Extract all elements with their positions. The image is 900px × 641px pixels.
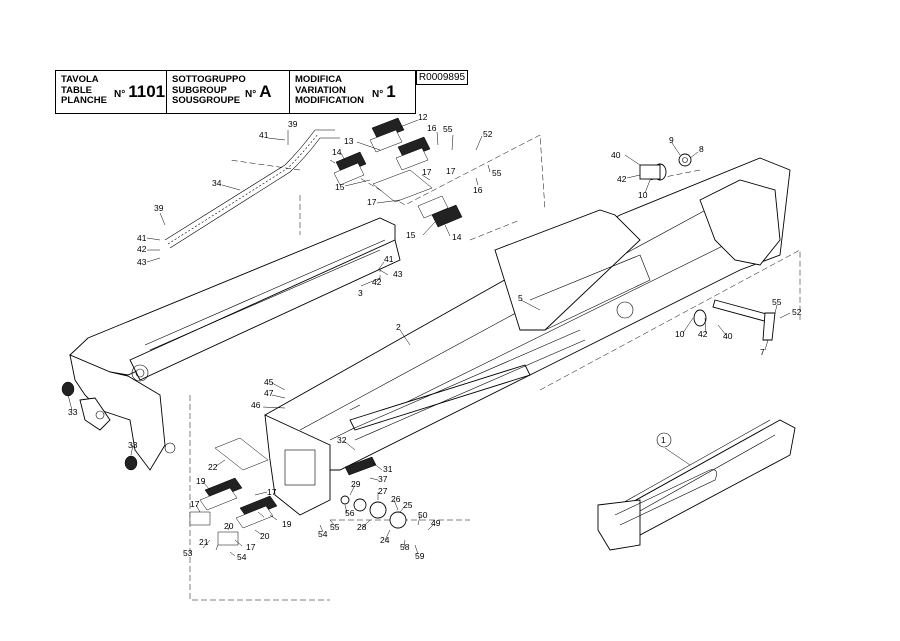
- title-block: TAVOLA TABLE PLANCHE N°1101 SOTTOGRUPPO …: [55, 70, 416, 114]
- overview-inset: [597, 419, 796, 551]
- table-labels: TAVOLA TABLE PLANCHE: [61, 74, 107, 106]
- callout: 9: [669, 135, 674, 145]
- callout: 34: [212, 178, 222, 188]
- callout: 56: [345, 508, 355, 518]
- callout: 17: [367, 197, 377, 207]
- callout: 55: [443, 124, 453, 134]
- callout: 54: [318, 529, 328, 539]
- callout: 26: [391, 494, 401, 504]
- callout: 42: [137, 244, 147, 254]
- callout: 15: [406, 230, 416, 240]
- callout: 37: [378, 474, 388, 484]
- callout: 43: [393, 269, 403, 279]
- wear-pads: [189, 117, 463, 546]
- callout: 42: [698, 329, 708, 339]
- assembly-guides: [189, 134, 801, 601]
- callout: 24: [380, 535, 390, 545]
- subgroup-number: N°A: [245, 82, 272, 101]
- callout: 22: [208, 462, 218, 472]
- callout: 5: [518, 293, 523, 303]
- callout: 39: [154, 203, 164, 213]
- callout: 41: [384, 254, 394, 264]
- variation-cell: MODIFICA VARIATION MODIFICATION N°1: [290, 71, 415, 113]
- callout: 16: [473, 185, 483, 195]
- callout: 10: [675, 329, 685, 339]
- callout: 45: [264, 377, 274, 387]
- callout: 39: [288, 119, 298, 129]
- callout: 20: [224, 521, 234, 531]
- callout: 52: [792, 307, 802, 317]
- callout: 25: [403, 500, 413, 510]
- callout: 43: [137, 257, 147, 267]
- callout: 53: [183, 548, 193, 558]
- callout: 49: [431, 518, 441, 528]
- cable-chain: [164, 129, 340, 249]
- callout: 2: [396, 322, 401, 332]
- callout: 40: [723, 331, 733, 341]
- callout: 20: [260, 531, 270, 541]
- callout: 55: [772, 297, 782, 307]
- callout: 41: [259, 130, 269, 140]
- callout: 46: [251, 400, 261, 410]
- callout: 41: [137, 233, 147, 243]
- callout: 27: [378, 486, 388, 496]
- callout: 17: [190, 499, 200, 509]
- callout: 10: [638, 190, 648, 200]
- callout: 55: [492, 168, 502, 178]
- callout: 13: [344, 136, 354, 146]
- callout: 17: [422, 167, 432, 177]
- callout: 47: [264, 388, 274, 398]
- callout: 14: [332, 147, 342, 157]
- callout: 12: [418, 112, 428, 122]
- callout: 52: [483, 129, 493, 139]
- callout: 31: [383, 464, 393, 474]
- callout: 32: [337, 435, 347, 445]
- callout: 40: [611, 150, 621, 160]
- callout: 54: [237, 552, 247, 562]
- callout: 17: [267, 487, 277, 497]
- table-cell: TAVOLA TABLE PLANCHE N°1101: [56, 71, 167, 113]
- callout: 29: [351, 479, 361, 489]
- callout: 42: [617, 174, 627, 184]
- callout: 55: [330, 522, 340, 532]
- variation-labels: MODIFICA VARIATION MODIFICATION: [295, 74, 364, 106]
- subgroup-labels: SOTTOGRUPPO SUBGROUP SOUSGROUPE: [172, 74, 246, 106]
- callout: 14: [452, 232, 462, 242]
- subgroup-cell: SOTTOGRUPPO SUBGROUP SOUSGROUPE N°A: [167, 71, 290, 113]
- callout: 28: [357, 522, 367, 532]
- variation-number: N°1: [372, 82, 396, 101]
- callout: 21: [199, 537, 209, 547]
- callouts: 39 41 34 39 41 42 43 12 13 16 55 52 14 1…: [68, 112, 802, 562]
- callout: 50: [418, 510, 428, 520]
- callout: 33: [128, 440, 138, 450]
- pins-and-hardware: [61, 153, 776, 529]
- reference-code: R0009895: [416, 70, 468, 85]
- callout: 15: [335, 182, 345, 192]
- table-number: N°1101: [114, 82, 166, 101]
- callout: 42: [372, 277, 382, 287]
- callout: 19: [282, 519, 292, 529]
- callout: 33: [68, 407, 78, 417]
- callout: 19: [196, 476, 206, 486]
- main-boom: [264, 157, 791, 516]
- callout: 16: [427, 123, 437, 133]
- callout: 17: [246, 542, 256, 552]
- callout: 3: [358, 288, 363, 298]
- upper-boom: [69, 217, 401, 471]
- callout: 59: [415, 551, 425, 561]
- callout: 58: [400, 542, 410, 552]
- callout: 1: [661, 435, 666, 445]
- callout: 8: [699, 144, 704, 154]
- callout: 17: [446, 166, 456, 176]
- callout: 7: [760, 347, 765, 357]
